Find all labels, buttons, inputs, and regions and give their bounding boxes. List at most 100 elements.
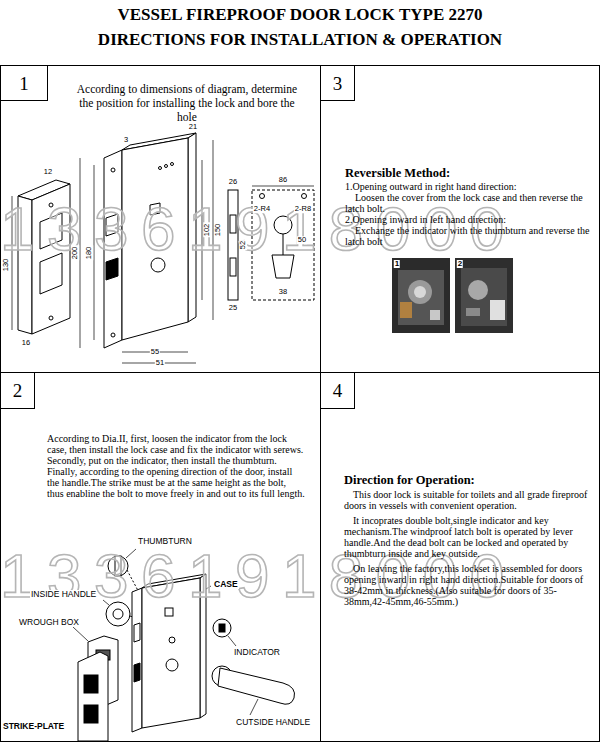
lever-handle bbox=[218, 668, 295, 704]
case-hole bbox=[165, 165, 168, 168]
indicator-rose bbox=[213, 619, 231, 637]
dimension-label: 2-R8 bbox=[294, 205, 312, 213]
lock-interior bbox=[461, 268, 507, 326]
case-faceplate bbox=[132, 588, 142, 732]
spindle-hole bbox=[165, 608, 173, 616]
part-label: STRIKE-PLATE bbox=[2, 722, 65, 731]
leader-line bbox=[250, 699, 258, 715]
text-column: According to dimensions of diagram, dete… bbox=[72, 82, 302, 124]
faceplate-slot bbox=[230, 258, 236, 276]
instruction-text: According to dimensions of diagram, dete… bbox=[72, 82, 302, 124]
dimension-label: 38 bbox=[278, 288, 288, 296]
section-heading: Reversible Method: bbox=[345, 166, 597, 181]
lock-gear bbox=[468, 280, 488, 300]
text-column: 2 bbox=[1, 373, 34, 408]
dead-bolt bbox=[134, 663, 140, 682]
dimension-label: 26 bbox=[228, 178, 238, 186]
dimension-label: 86 bbox=[278, 176, 288, 184]
dimension-label: 3 bbox=[123, 136, 129, 144]
indicator-window bbox=[219, 624, 225, 632]
cylinder-hole bbox=[151, 258, 165, 272]
strike-cutout bbox=[84, 675, 98, 693]
step-panel: 3Reversible Method:1.Opening outward in … bbox=[320, 65, 600, 373]
text-column: Reversible Method:1.Opening outward in r… bbox=[345, 166, 597, 247]
dimension-label: 130 bbox=[2, 258, 10, 273]
strike-cutout bbox=[84, 705, 98, 723]
leader-line bbox=[228, 636, 236, 646]
instruction-text: This door lock is suitable for toilets a… bbox=[344, 489, 598, 511]
step-number: 3 bbox=[333, 74, 343, 93]
text-column: 1 bbox=[1, 66, 47, 100]
instruction-text: 1.Opening outward in right hand directio… bbox=[345, 181, 597, 192]
step-number: 1 bbox=[19, 74, 29, 93]
lock-part bbox=[466, 308, 480, 316]
part-label: CASE bbox=[213, 580, 239, 589]
part-label: CUTSIDE HANDLE bbox=[235, 718, 311, 727]
photo-2 bbox=[455, 258, 513, 333]
cylinder-hole bbox=[166, 659, 178, 671]
step-number-box: 3 bbox=[320, 65, 355, 101]
photo-ground bbox=[392, 258, 450, 333]
section-heading: Direction for Operation: bbox=[344, 473, 598, 488]
screw-hole bbox=[49, 316, 53, 320]
part-label: THUMBTURN bbox=[137, 537, 193, 546]
leader-line bbox=[73, 627, 88, 641]
dimension-label: 21 bbox=[188, 123, 198, 131]
text-column: According to Dia.II, first, loosen the i… bbox=[47, 433, 305, 499]
step-number-box: 4 bbox=[320, 372, 355, 409]
dimension-label: 51 bbox=[155, 359, 165, 367]
dimension-label: 2-R4 bbox=[253, 205, 271, 213]
lock-hub bbox=[414, 286, 426, 298]
case-hole bbox=[169, 637, 175, 643]
case-hole bbox=[159, 167, 162, 170]
photo-1 bbox=[392, 258, 450, 333]
screw-hole bbox=[111, 168, 115, 172]
step-number-box: 1 bbox=[0, 65, 48, 101]
inside-handle-hub bbox=[113, 609, 123, 619]
lock-part bbox=[430, 310, 440, 320]
dimension-label: 52 bbox=[239, 240, 247, 250]
dimension-label: 180 bbox=[85, 246, 93, 261]
latch-bolt bbox=[134, 623, 140, 642]
instruction-text: Loosen the cover from the lock case and … bbox=[345, 192, 597, 214]
lock-gear bbox=[408, 280, 432, 304]
instruction-text: According to Dia.II, first, loosen the i… bbox=[47, 433, 305, 499]
photo-ground bbox=[455, 258, 513, 333]
lock-interior bbox=[398, 270, 444, 325]
instruction-text: Exchange the indicator with the thumbtur… bbox=[345, 225, 597, 247]
part-label: INDICATOR bbox=[233, 648, 281, 657]
step-panel: 1 According to dimensions of diagram, det… bbox=[0, 65, 321, 373]
instruction-text: It incoprates double bolt,single indicat… bbox=[344, 515, 598, 559]
instruction-text: 2.Opening inward in left hand direction: bbox=[345, 214, 597, 225]
screw-hole bbox=[111, 333, 115, 337]
step-panel: 2According to Dia.II, first, loosen the … bbox=[0, 372, 321, 742]
dimension-label: 16 bbox=[21, 339, 31, 347]
dimension-label: 150 bbox=[214, 223, 222, 238]
photo-number: 2 bbox=[457, 260, 463, 268]
case-hole bbox=[171, 163, 174, 166]
dimension-label: 12 bbox=[43, 168, 53, 176]
photo-number: 1 bbox=[394, 260, 400, 268]
step-number-box: 2 bbox=[0, 372, 35, 409]
dimension-label: 25 bbox=[228, 304, 238, 312]
strike-plate bbox=[78, 652, 108, 741]
dimension-label: 102 bbox=[203, 223, 211, 238]
part-label: INSIDE HANDLE bbox=[30, 590, 97, 599]
text-column: 4 bbox=[321, 373, 354, 408]
hand bbox=[490, 300, 505, 320]
dead-bolt bbox=[106, 258, 118, 280]
lock-part bbox=[400, 302, 412, 318]
text-column: Direction for Operation:This door lock i… bbox=[344, 473, 598, 607]
step-number: 2 bbox=[13, 381, 23, 400]
dimension-line bbox=[252, 186, 314, 187]
part-label: WROUGH BOX bbox=[18, 618, 80, 627]
dimension-label: 200 bbox=[71, 246, 79, 261]
dimension-label: 50 bbox=[297, 236, 307, 244]
instruction-text: On leaving the factory,this lockset is a… bbox=[344, 563, 598, 607]
page-title: VESSEL FIREPROOF DOOR LOCK TYPE 2270 DIR… bbox=[70, 2, 530, 52]
step-number: 4 bbox=[333, 381, 343, 400]
step-panel: 4Direction for Operation:This door lock … bbox=[320, 372, 600, 742]
text-column: 3 bbox=[321, 66, 354, 100]
dimension-label: 55 bbox=[150, 348, 160, 356]
